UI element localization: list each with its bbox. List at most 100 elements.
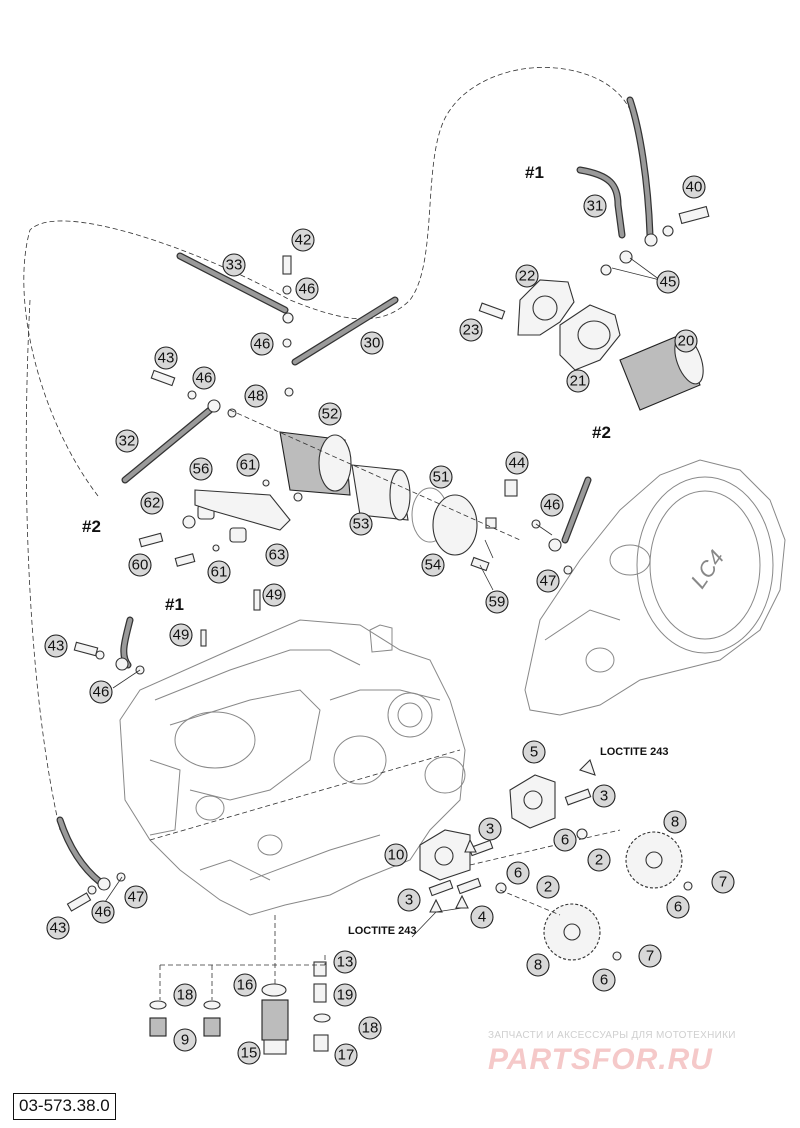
- ref-label-2a: #2: [82, 517, 101, 536]
- svg-text:3: 3: [486, 821, 494, 838]
- callout-61-a: 61: [236, 453, 260, 477]
- hardware: [66, 205, 710, 912]
- callout-52: 52: [318, 402, 342, 426]
- loctite-label-upper: LOCTITE 243: [600, 746, 668, 758]
- svg-text:2: 2: [544, 879, 552, 896]
- svg-text:52: 52: [322, 406, 339, 423]
- callout-46-f: 46: [91, 900, 115, 924]
- svg-text:60: 60: [132, 557, 149, 574]
- drawing-code: 03-573.38.0: [13, 1093, 116, 1120]
- callout-7-b: 7: [638, 944, 662, 968]
- svg-text:47: 47: [540, 573, 557, 590]
- callout-18-b: 18: [358, 1016, 382, 1040]
- callout-46-c: 46: [192, 366, 216, 390]
- callout-9: 9: [173, 1028, 197, 1052]
- callout-7-a: 7: [711, 870, 735, 894]
- svg-text:6: 6: [600, 972, 608, 989]
- svg-text:2: 2: [595, 852, 603, 869]
- svg-text:13: 13: [337, 954, 354, 971]
- svg-text:23: 23: [463, 322, 480, 339]
- callout-53: 53: [349, 512, 373, 536]
- svg-text:32: 32: [119, 433, 136, 450]
- callout-54: 54: [421, 553, 445, 577]
- callout-51: 51: [429, 465, 453, 489]
- callout-15: 15: [237, 1041, 261, 1065]
- svg-text:51: 51: [433, 469, 450, 486]
- leader-lines: [149, 409, 621, 1000]
- callout-5: 5: [522, 740, 546, 764]
- hose-routing-line: [23, 67, 641, 497]
- svg-text:15: 15: [241, 1045, 258, 1062]
- svg-text:46: 46: [544, 497, 561, 514]
- callout-47-b: 47: [124, 885, 148, 909]
- svg-text:45: 45: [660, 274, 677, 291]
- svg-text:9: 9: [181, 1032, 189, 1049]
- watermark-logo: PARTSFOR.RU: [488, 1043, 713, 1076]
- callout-42: 42: [291, 228, 315, 252]
- svg-text:47: 47: [128, 889, 145, 906]
- svg-text:6: 6: [514, 865, 522, 882]
- callout-62: 62: [140, 491, 164, 515]
- svg-text:8: 8: [534, 957, 542, 974]
- cover-marking: LC4: [686, 545, 730, 592]
- callout-2-a: 2: [587, 848, 611, 872]
- svg-text:46: 46: [95, 904, 112, 921]
- svg-text:44: 44: [509, 455, 526, 472]
- svg-text:63: 63: [269, 547, 286, 564]
- callout-6-d: 6: [592, 968, 616, 992]
- hoses: [56, 96, 654, 886]
- svg-text:49: 49: [266, 587, 283, 604]
- svg-text:19: 19: [337, 987, 354, 1004]
- callout-59: 59: [485, 590, 509, 614]
- drain-plugs: [149, 961, 331, 1055]
- svg-text:33: 33: [226, 257, 243, 274]
- ref-label-1b: #1: [165, 595, 184, 614]
- svg-text:7: 7: [646, 948, 654, 965]
- callout-8-b: 8: [526, 953, 550, 977]
- ref-label-2b: #2: [592, 423, 611, 442]
- callout-8-a: 8: [663, 810, 687, 834]
- svg-text:10: 10: [388, 847, 405, 864]
- callout-46-b: 46: [250, 332, 274, 356]
- hose-routing-line-lower: [25, 299, 61, 831]
- oil-filter-assembly-middle: [194, 431, 478, 556]
- svg-text:54: 54: [425, 557, 442, 574]
- svg-text:31: 31: [587, 198, 604, 215]
- callout-31: 31: [583, 194, 607, 218]
- callout-19: 19: [333, 983, 357, 1007]
- callout-33: 33: [222, 253, 246, 277]
- svg-text:48: 48: [248, 388, 265, 405]
- callout-32: 32: [115, 429, 139, 453]
- svg-text:18: 18: [177, 987, 194, 1004]
- svg-text:4: 4: [478, 909, 486, 926]
- callout-44: 44: [505, 451, 529, 475]
- watermark: ЗАПЧАСТИ И АКСЕССУАРЫ ДЛЯ МОТОТЕХНИКИ PA…: [488, 1030, 788, 1077]
- callout-21: 21: [566, 369, 590, 393]
- svg-text:46: 46: [299, 281, 316, 298]
- callout-3-a: 3: [592, 784, 616, 808]
- callout-3-c: 3: [397, 888, 421, 912]
- callout-47-a: 47: [536, 569, 560, 593]
- svg-text:43: 43: [50, 920, 67, 937]
- callout-6-c: 6: [666, 895, 690, 919]
- svg-text:21: 21: [570, 373, 587, 390]
- svg-text:61: 61: [240, 457, 257, 474]
- svg-text:5: 5: [530, 744, 538, 761]
- callout-60: 60: [128, 553, 152, 577]
- callout-23: 23: [459, 318, 483, 342]
- callout-49-a: 49: [262, 583, 286, 607]
- svg-text:17: 17: [338, 1047, 355, 1064]
- callout-43-b: 43: [44, 634, 68, 658]
- callout-49-b: 49: [169, 623, 193, 647]
- svg-text:30: 30: [364, 335, 381, 352]
- svg-text:7: 7: [719, 874, 727, 891]
- svg-text:3: 3: [600, 788, 608, 805]
- svg-text:40: 40: [686, 179, 703, 196]
- svg-text:43: 43: [48, 638, 65, 655]
- callout-43-a: 43: [154, 346, 178, 370]
- svg-text:8: 8: [671, 814, 679, 831]
- callout-46-d: 46: [540, 493, 564, 517]
- callout-56: 56: [189, 457, 213, 481]
- svg-text:46: 46: [93, 684, 110, 701]
